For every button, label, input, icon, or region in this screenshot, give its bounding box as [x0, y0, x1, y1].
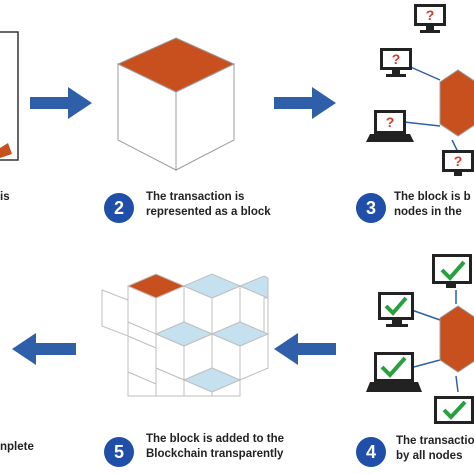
- step-4-caption: The transactio by all nodes: [396, 434, 474, 464]
- arrow-right-2: [274, 87, 336, 119]
- step-4-badge: 4: [356, 437, 386, 467]
- node-monitor-unverified: ?: [380, 48, 412, 77]
- step-1-panel: [0, 31, 19, 161]
- step-6-caption-line-1: nplete: [0, 441, 34, 453]
- step-1-caption-line-1: is: [0, 191, 10, 203]
- validation-network: [366, 254, 474, 424]
- node-monitor-unverified: ?: [414, 4, 446, 33]
- node-monitor-unverified: ?: [442, 150, 474, 176]
- node-monitor-verified: [378, 292, 414, 327]
- step-5-caption: The block is added to the Blockchain tra…: [146, 432, 284, 462]
- step-4-caption-line-1: The transactio: [396, 435, 474, 447]
- node-monitor-verified: [434, 396, 474, 424]
- step-2-badge: 2: [104, 193, 134, 223]
- step-6-caption: nplete: [0, 440, 34, 455]
- step-5-caption-line-1: The block is added to the: [146, 433, 285, 445]
- step-2-caption: The transaction is represented as a bloc…: [146, 190, 271, 220]
- node-laptop-verified: [366, 352, 422, 392]
- node-laptop-unverified: ?: [366, 110, 414, 142]
- blockchain-cubes: [101, 273, 270, 397]
- step-4-caption-line-2: by all nodes: [396, 450, 463, 462]
- svg-text:?: ?: [392, 51, 401, 67]
- arrow-right-1: [30, 87, 92, 119]
- step-5-caption-line-2: Blockchain transparently: [146, 448, 284, 460]
- svg-text:?: ?: [426, 7, 435, 23]
- block-cube: [116, 37, 236, 171]
- step-1-caption: is: [0, 190, 10, 205]
- step-3-badge: 3: [356, 193, 386, 223]
- step-5-badge: 5: [104, 437, 134, 467]
- broadcast-network: ? ? ? ?: [366, 4, 474, 176]
- arrow-left-2: [12, 333, 76, 365]
- step-3-caption-line-2: nodes in the: [394, 206, 462, 218]
- arrow-left-1: [274, 333, 336, 365]
- svg-text:?: ?: [386, 114, 395, 130]
- step-2-caption-line-2: represented as a block: [146, 206, 271, 218]
- step-3-caption-line-1: The block is b: [394, 191, 471, 203]
- svg-text:?: ?: [454, 153, 463, 169]
- step-3-caption: The block is b nodes in the: [394, 190, 471, 220]
- step-2-caption-line-1: The transaction is: [146, 191, 245, 203]
- node-monitor-verified: [432, 254, 472, 288]
